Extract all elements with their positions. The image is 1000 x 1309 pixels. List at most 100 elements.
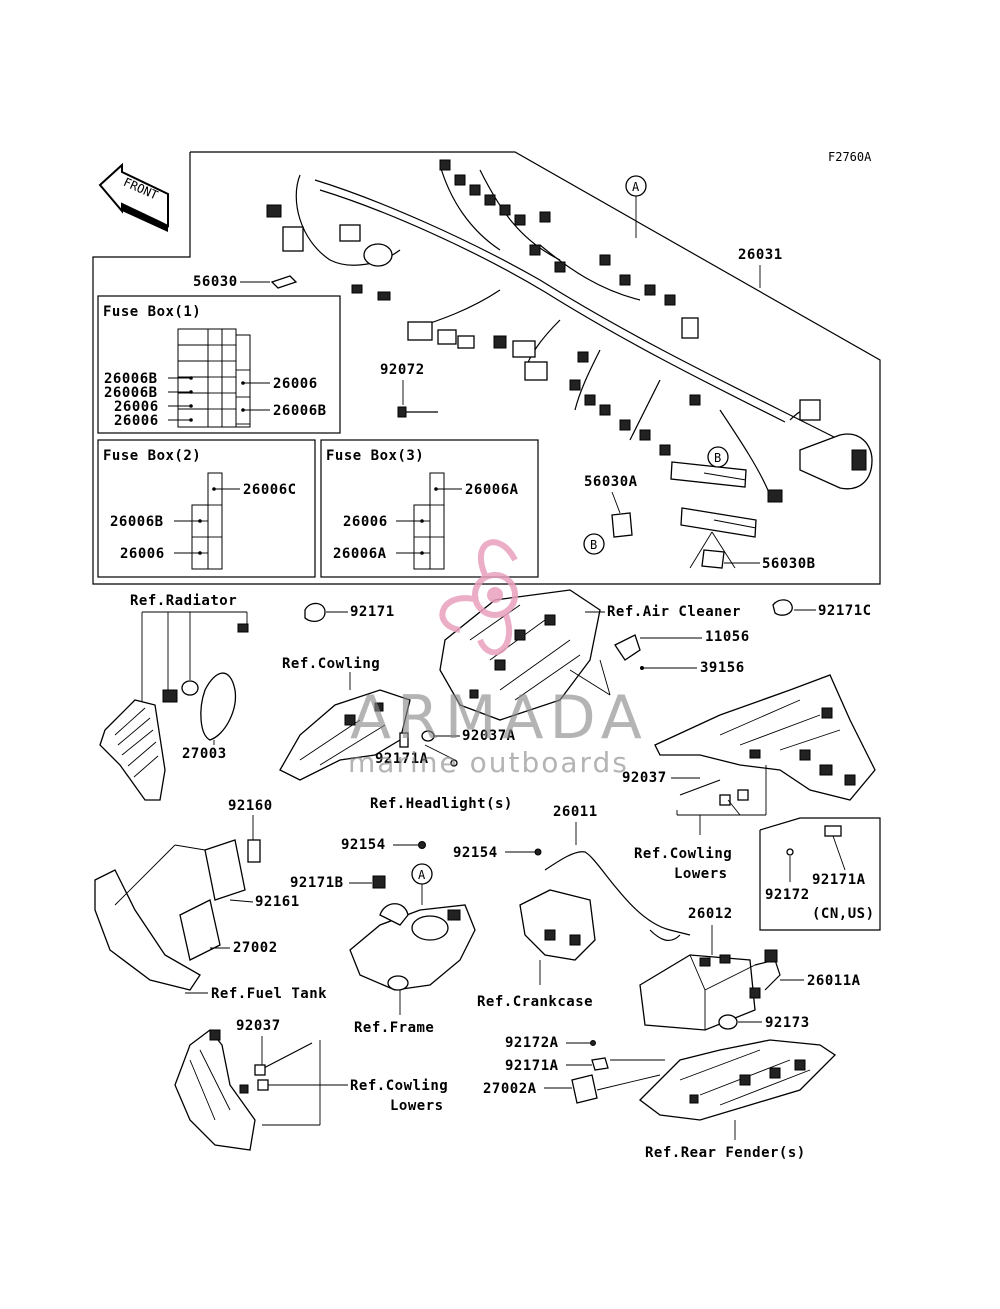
fuse-box-1-right-1: 26006 [273, 376, 318, 392]
rear-cowling [654, 674, 876, 801]
air-cleaner [439, 589, 601, 721]
watermark-tagline: marine outboards [348, 746, 629, 779]
fuse-box-3-top-label: 26006A [465, 482, 519, 498]
callout-a-bottom: A [411, 863, 433, 905]
fuse-box-1-title: Fuse Box(1) [103, 304, 201, 320]
label-92171C: 92171C [818, 603, 872, 619]
label-27002A: 27002A [483, 1081, 537, 1097]
label-56030B: 56030B [762, 556, 816, 572]
callout-a-top: A [625, 175, 647, 238]
watermark-logo-icon [439, 539, 518, 656]
clip-92171A-head [399, 732, 409, 748]
tape-b2 [680, 507, 757, 538]
cn-us-inset: 92172 92171A (CN,US) [759, 817, 881, 931]
cowling-lowers-left [174, 1029, 313, 1151]
bracket-11056 [614, 634, 641, 661]
label-27002: 27002 [233, 940, 278, 956]
label-11056: 11056 [705, 629, 750, 645]
svg-text:B: B [590, 538, 597, 552]
svg-text:A: A [632, 180, 640, 194]
callout-b-2: B [583, 533, 605, 555]
svg-text:B: B [714, 451, 721, 465]
fuse-box-1: Fuse Box(1) 26006B 26006B 26006 [97, 295, 341, 434]
label-56030: 56030 [193, 274, 238, 290]
label-92173: 92173 [765, 1015, 810, 1031]
fuse-box-1-label-4: 26006 [114, 413, 159, 429]
label-92171B: 92171B [290, 875, 344, 891]
diagram-code: F2760A [828, 150, 872, 164]
fuse-box-1-right-2: 26006B [273, 403, 327, 419]
ref-cowling: Ref.Cowling [282, 656, 380, 672]
watermark-brand: ARMADA [350, 683, 648, 753]
label-26012: 26012 [688, 906, 733, 922]
label-92037-1: 92037 [622, 770, 667, 786]
fuse-box-1-label-2: 26006B [104, 385, 158, 401]
front-arrow-icon: FRONT [98, 162, 169, 232]
label-92154-1: 92154 [341, 837, 386, 853]
fuse-box-3: Fuse Box(3) 26006A 26006 26006A [320, 439, 539, 578]
relay-27002A [571, 1074, 598, 1104]
ref-frame: Ref.Frame [354, 1020, 434, 1036]
bolt-92037-right [679, 779, 749, 806]
fuse-box-3-label-1: 26006 [343, 514, 388, 530]
label-92171A-2: 92171A [505, 1058, 559, 1074]
label-92072: 92072 [380, 362, 425, 378]
ref-air-cleaner: Ref.Air Cleaner [607, 604, 741, 620]
fuse-box-3-label-2: 26006A [333, 546, 387, 562]
label-27003: 27003 [182, 746, 227, 762]
label-26031: 26031 [738, 247, 783, 263]
label-92172A: 92172A [505, 1035, 559, 1051]
ecu-parts [94, 839, 261, 991]
cowling-part [279, 689, 411, 781]
tape-56030A [611, 512, 633, 538]
label-92160: 92160 [228, 798, 273, 814]
fuse-box-2-top-label: 26006C [243, 482, 297, 498]
main-harness [266, 159, 873, 503]
tape-b1 [670, 461, 747, 488]
label-26011A: 26011A [807, 973, 861, 989]
label-92171A-3: 92171A [812, 872, 866, 888]
ref-cowling-lowers-2: Ref.Cowling [634, 846, 732, 862]
ref-fuel-tank: Ref.Fuel Tank [211, 986, 327, 1002]
ref-crankcase: Ref.Crankcase [477, 994, 593, 1010]
fuse-box-2-label-1: 26006B [110, 514, 164, 530]
rear-fender [639, 1039, 837, 1121]
fuse-box-2: Fuse Box(2) 26006C 26006B 26006 [97, 439, 316, 578]
label-cn-us: (CN,US) [812, 906, 875, 922]
watermark: ARMADA marine outboards [348, 539, 648, 779]
harness-frame [92, 151, 881, 585]
ref-cowling-lowers-1: Ref.Cowling [350, 1078, 448, 1094]
clip-92072 [397, 406, 438, 418]
label-92172: 92172 [765, 887, 810, 903]
clip-92171C [772, 599, 793, 616]
fuse-box-3-title: Fuse Box(3) [326, 448, 424, 464]
clip-92173 [718, 1014, 738, 1030]
label-92161: 92161 [255, 894, 300, 910]
ref-rear-fender: Ref.Rear Fender(s) [645, 1145, 806, 1161]
label-92171: 92171 [350, 604, 395, 620]
label-92037-2: 92037 [236, 1018, 281, 1034]
tape-56030B [701, 549, 725, 569]
label-92154-2: 92154 [453, 845, 498, 861]
fuse-box-2-label-2: 26006 [120, 546, 165, 562]
lead-26011A [749, 949, 781, 999]
ref-cowling-lowers-1b: Lowers [390, 1098, 444, 1114]
fuse-box-1-label-3: 26006 [114, 399, 159, 415]
tape-56030 [270, 275, 298, 289]
label-92171A-1: 92171A [375, 751, 429, 767]
crankcase-parts [519, 851, 691, 961]
clip-92171 [304, 602, 326, 623]
ref-headlight: Ref.Headlight(s) [370, 796, 513, 812]
label-56030A: 56030A [584, 474, 638, 490]
radiator-parts [99, 611, 249, 801]
battery-26012 [639, 929, 756, 1031]
frame-part [349, 903, 476, 991]
ref-cowling-lowers-2b: Lowers [674, 866, 728, 882]
callout-b-1: B [707, 446, 729, 468]
label-26011: 26011 [553, 804, 598, 820]
fuse-box-2-title: Fuse Box(2) [103, 448, 201, 464]
label-39156: 39156 [700, 660, 745, 676]
label-92037A: 92037A [462, 728, 516, 744]
ref-radiator: Ref.Radiator [130, 593, 237, 609]
